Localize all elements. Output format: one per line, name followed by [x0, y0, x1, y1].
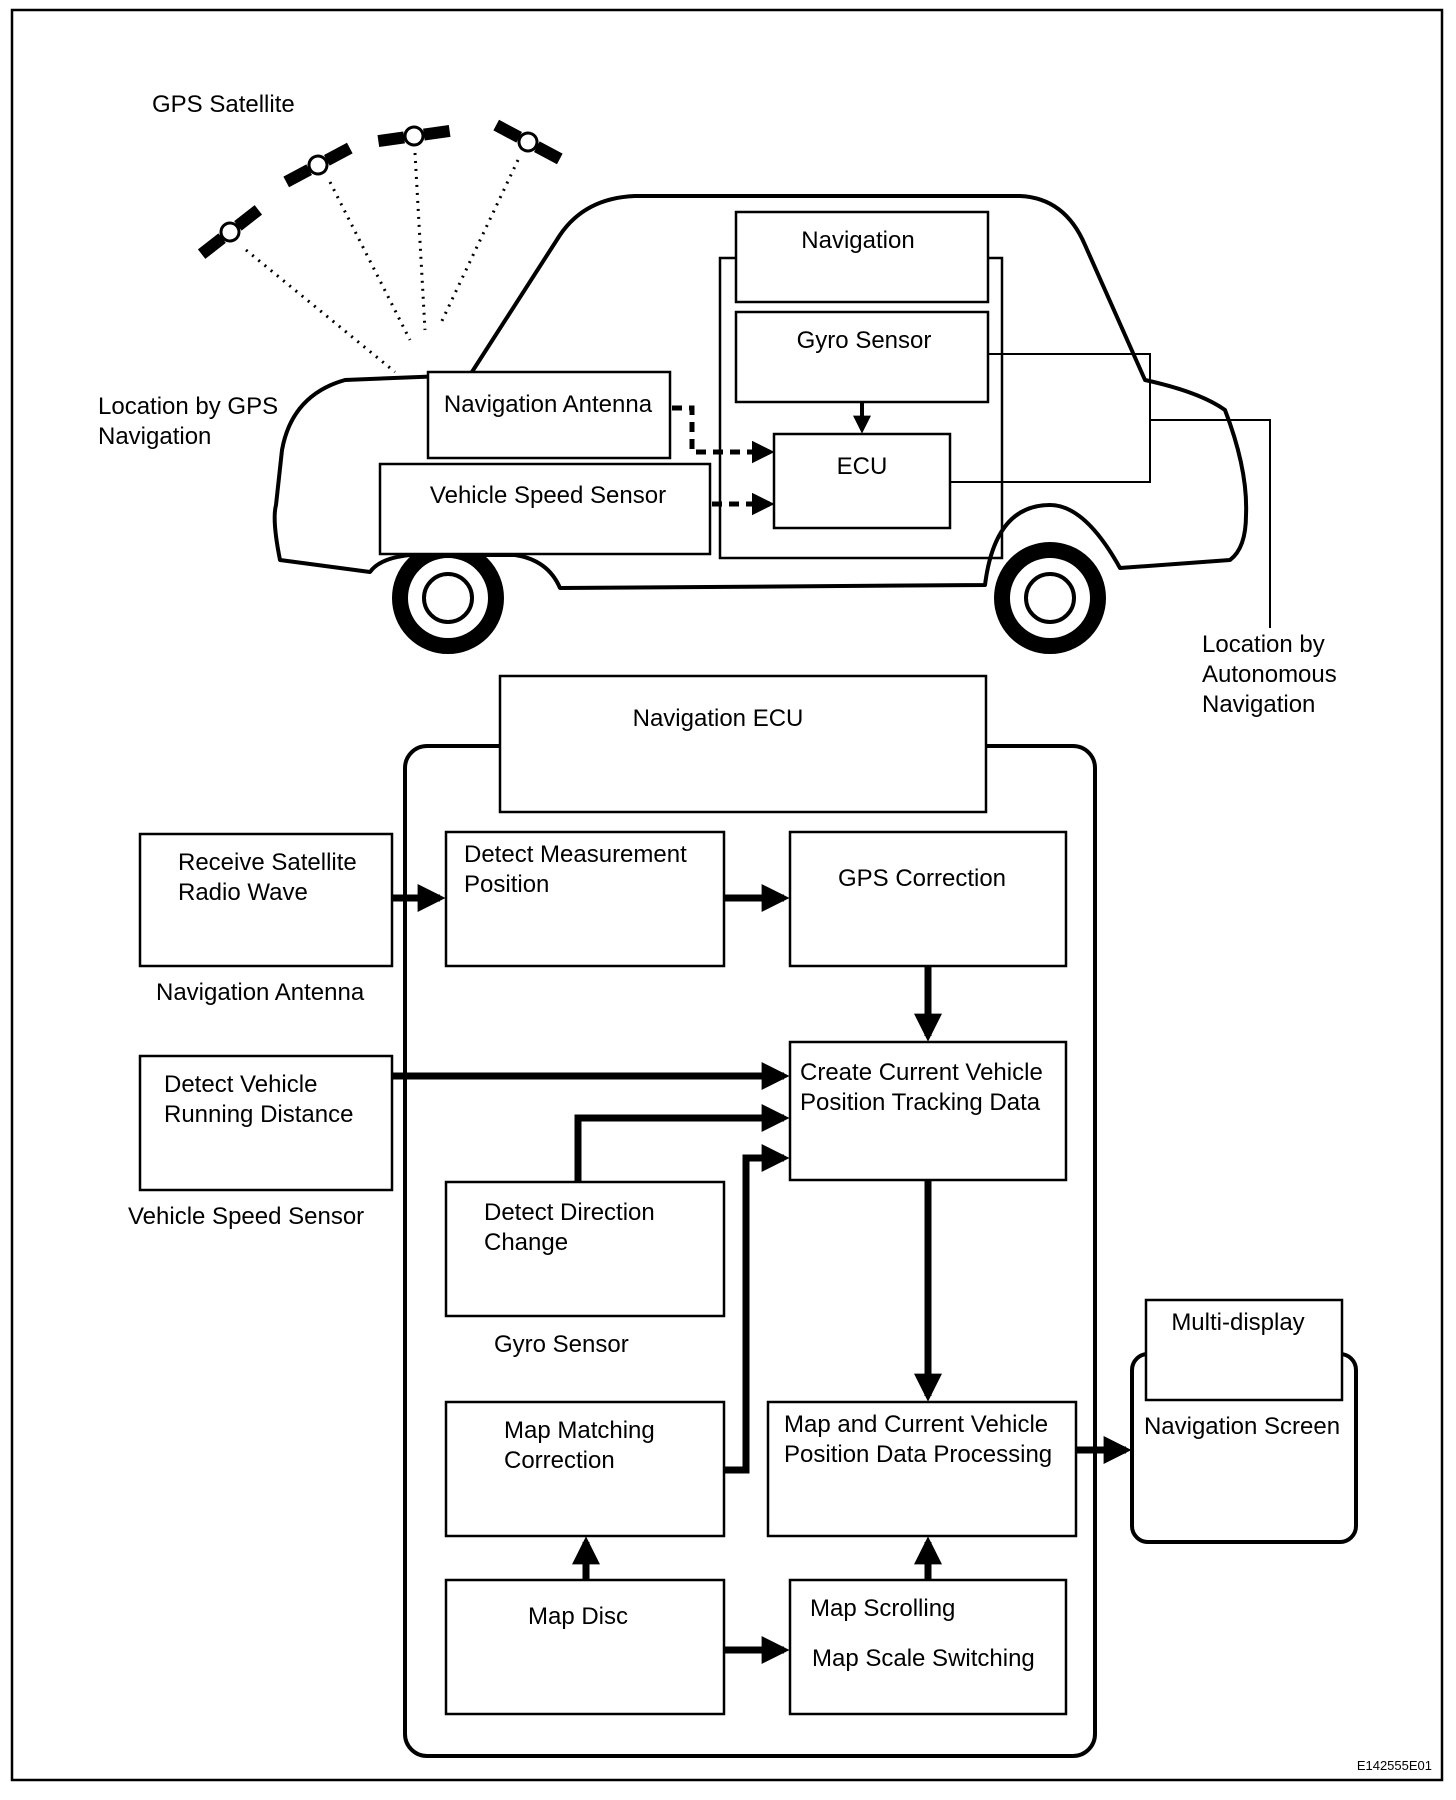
flow-arrows	[392, 884, 1132, 1664]
detect-direction-label: Detect Direction Change	[484, 1199, 661, 1256]
map-disc-box	[444, 1578, 726, 1716]
figure-code: E142555E01	[1357, 1758, 1432, 1773]
map-matching-box	[444, 1400, 726, 1538]
detect-distance-label: Detect Vehicle Running Distance	[164, 1071, 353, 1128]
map-processing-box	[766, 1400, 1078, 1538]
gps-correction-label: GPS Correction	[838, 865, 1006, 892]
antenna-to-ecu-arrow	[672, 405, 775, 464]
direction-caption: Gyro Sensor	[494, 1331, 629, 1358]
navigation-antenna-box	[426, 370, 672, 460]
arrow-matching-to-tracking	[724, 1144, 790, 1474]
satellite-icon	[493, 119, 563, 165]
ecu-box	[772, 432, 952, 530]
location-gps-label: Location by GPS Navigation	[98, 393, 285, 450]
autonomous-bracket	[950, 353, 1151, 483]
satellite-icon	[197, 205, 263, 259]
map-scale-label: Map Scale Switching	[812, 1645, 1035, 1672]
gyro-box-label: Gyro Sensor	[797, 327, 932, 354]
speed-sensor-box-label: Vehicle Speed Sensor	[430, 482, 666, 509]
map-matching-label: Map Matching Correction	[504, 1417, 661, 1474]
gps-satellites	[197, 119, 563, 374]
map-processing-label: Map and Current Vehicle Position Data Pr…	[784, 1411, 1055, 1468]
navigation-screen-label: Navigation Screen	[1144, 1413, 1340, 1440]
receive-caption: Navigation Antenna	[156, 979, 365, 1006]
signal-waves	[245, 152, 520, 374]
nav-antenna-box-label: Navigation Antenna	[444, 391, 653, 418]
arrow-direction-to-tracking	[574, 1104, 790, 1182]
navigation-box	[734, 210, 990, 304]
create-tracking-box	[788, 1040, 1068, 1182]
satellite-icon	[377, 125, 451, 147]
gps-correction-box	[788, 830, 1068, 968]
navigation-ecu-label: Navigation ECU	[633, 705, 804, 732]
ecu-box-label: ECU	[837, 453, 888, 480]
detect-distance-box	[138, 1054, 394, 1192]
receive-satellite-label: Receive Satellite Radio Wave	[178, 849, 363, 906]
map-disc-label: Map Disc	[528, 1603, 628, 1630]
navigation-ecu-title-box	[498, 674, 988, 814]
distance-caption: Vehicle Speed Sensor	[128, 1203, 364, 1230]
location-autonomous-label: Location by Autonomous Navigation	[1202, 631, 1343, 718]
map-scrolling-label: Map Scrolling	[810, 1595, 955, 1622]
multi-display-box	[1144, 1298, 1344, 1402]
multi-display-label: Multi-display	[1171, 1309, 1304, 1336]
detect-measurement-box	[444, 830, 726, 968]
autonomous-leader-line	[1150, 419, 1271, 628]
navigation-box-label: Navigation	[801, 227, 914, 254]
vehicle-body	[272, 194, 1249, 590]
vehicle-speed-sensor-box	[378, 462, 712, 556]
detect-measurement-label: Detect Measurement Position	[464, 841, 693, 898]
detect-direction-box	[444, 1180, 726, 1318]
receive-satellite-box	[138, 832, 394, 968]
rear-wheel	[392, 542, 504, 654]
gyro-sensor-box	[734, 310, 990, 404]
front-wheel	[994, 542, 1106, 654]
gps-satellite-label: GPS Satellite	[152, 91, 295, 118]
figure-frame	[10, 8, 1444, 1782]
create-tracking-label: Create Current Vehicle Position Tracking…	[800, 1059, 1049, 1116]
satellite-icon	[283, 142, 353, 188]
